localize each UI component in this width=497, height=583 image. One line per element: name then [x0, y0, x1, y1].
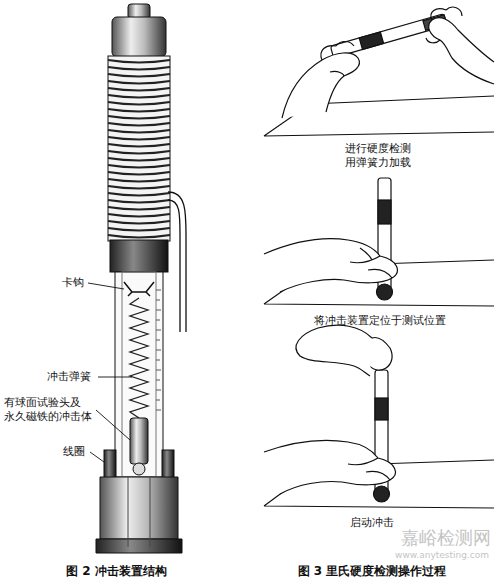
housing-lines	[128, 477, 150, 547]
part-label: 卡钩	[62, 276, 84, 290]
panel-impact	[264, 325, 494, 508]
leader-line	[98, 377, 132, 378]
support-ring	[377, 284, 393, 300]
hook	[124, 282, 154, 296]
support-ring	[374, 486, 390, 502]
left-hand	[282, 53, 359, 118]
device-band	[378, 200, 391, 224]
device-band	[375, 398, 388, 420]
right-hand	[429, 18, 494, 84]
device-band	[359, 32, 383, 50]
part-label: 有球面试验头及 永久磁铁的冲击体	[4, 396, 93, 424]
figure-caption: 图 3 里氏硬度检测操作过程	[298, 564, 447, 579]
support-ring	[96, 539, 182, 553]
finger-lines	[348, 458, 390, 480]
lower-hand	[264, 440, 395, 494]
spring-housing	[108, 56, 170, 241]
hand	[264, 239, 397, 292]
ball-tip	[133, 463, 145, 475]
leader-line	[90, 452, 104, 462]
impact-device	[96, 4, 186, 553]
device-body	[330, 14, 447, 58]
guide-tube	[115, 272, 163, 477]
watermark: www.anytesting.com	[395, 550, 489, 561]
finger-lines	[426, 7, 462, 43]
watermark: 嘉峪检测网	[401, 527, 491, 550]
collar	[110, 240, 168, 272]
device-horizontal	[330, 14, 447, 58]
step-caption: 将冲击装置定位于测试位置	[314, 314, 446, 328]
figure-caption: 图 2 冲击装置结构	[66, 564, 167, 579]
leader-line	[88, 283, 124, 289]
step-caption: 启动冲击	[350, 516, 394, 530]
impact-body	[130, 418, 148, 464]
finger-lines	[350, 248, 392, 278]
upper-hand	[296, 325, 372, 376]
panel-loading	[264, 7, 494, 136]
panel-positioning	[264, 178, 494, 306]
impact-spring	[130, 298, 148, 418]
step-caption: 进行硬度检测 用弹簧力加载	[344, 142, 412, 170]
part-label: 线圈	[63, 445, 85, 459]
inner-tube	[122, 272, 156, 477]
loading-spring	[108, 60, 170, 238]
cable	[168, 192, 186, 332]
finger-lines	[321, 42, 354, 77]
leader-line	[96, 410, 130, 440]
top-cap	[112, 17, 166, 57]
leader-lines	[88, 283, 132, 462]
scale-ticks	[156, 290, 161, 410]
part-label: 冲击弹簧	[47, 370, 91, 384]
bottom-housing	[100, 477, 178, 539]
